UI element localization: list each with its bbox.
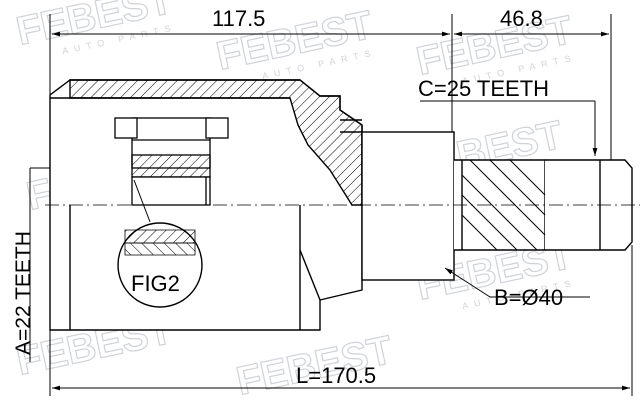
fig2-label: FIG2 <box>131 271 180 296</box>
dim-46-8: 46.8 <box>500 6 543 31</box>
spline-c-leader <box>420 100 598 156</box>
spline-c-label: C=25 TEETH <box>418 76 549 101</box>
diameter-b-label: B=Ø40 <box>494 285 563 310</box>
inner-spider <box>114 117 229 206</box>
bottom-dimension <box>49 245 633 396</box>
diameter-b-leader <box>444 267 590 298</box>
spline-a-label: A=22 TEETH <box>12 231 35 355</box>
dim-length-l: L=170.5 <box>296 363 376 388</box>
dim-117-5: 117.5 <box>212 6 265 31</box>
top-dimensions <box>49 14 612 160</box>
fig2-detail <box>117 179 203 308</box>
